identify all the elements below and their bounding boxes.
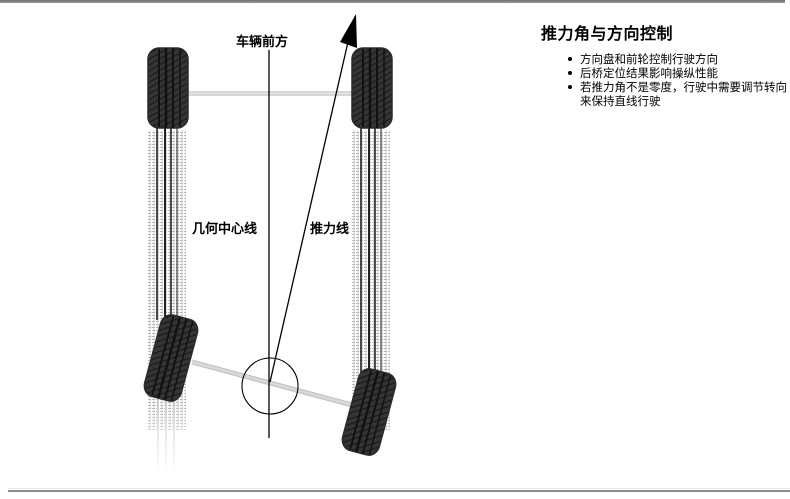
- bullet-item: 后桥定位结果影响操纵性能: [566, 66, 788, 80]
- bullet-item: 若推力角不是零度，行驶中需要调节转向来保持直线行驶: [566, 80, 788, 108]
- rear-axle: [191, 359, 353, 408]
- top-border-bar: [0, 0, 785, 3]
- bullet-text: 方向盘和前轮控制行驶方向: [580, 52, 718, 66]
- slide-title: 推力角与方向控制: [541, 24, 674, 43]
- bottom-border-highlight: [8, 488, 790, 489]
- bullet-text: 后桥定位结果影响操纵性能: [580, 66, 718, 80]
- thrust-angle-diagram: 车辆前方 几何中心线 推力线: [140, 14, 400, 475]
- front-axle: [188, 91, 358, 96]
- front-right-tire-icon: [350, 46, 394, 130]
- left-tire-track: [140, 125, 200, 475]
- bullet-dot-icon: [568, 85, 572, 89]
- bullet-dot-icon: [568, 71, 572, 75]
- vehicle-forward-label: 车辆前方: [236, 35, 289, 50]
- thrust-line-label: 推力线: [310, 222, 350, 237]
- thrust-line: [269, 41, 349, 383]
- front-left-tire-icon: [146, 46, 190, 130]
- bullet-text: 若推力角不是零度，行驶中需要调节转向来保持直线行驶: [580, 80, 787, 108]
- bottom-border-bar: [8, 490, 790, 492]
- rear-axle-center-circle: [241, 357, 299, 415]
- bullet-list: 方向盘和前轮控制行驶方向 后桥定位结果影响操纵性能 若推力角不是零度，行驶中需要…: [566, 52, 788, 108]
- thrust-arrow-head-icon: [340, 14, 357, 48]
- bullet-item: 方向盘和前轮控制行驶方向: [566, 52, 788, 66]
- geometric-centerline-label: 几何中心线: [192, 222, 258, 237]
- bullet-dot-icon: [568, 57, 572, 61]
